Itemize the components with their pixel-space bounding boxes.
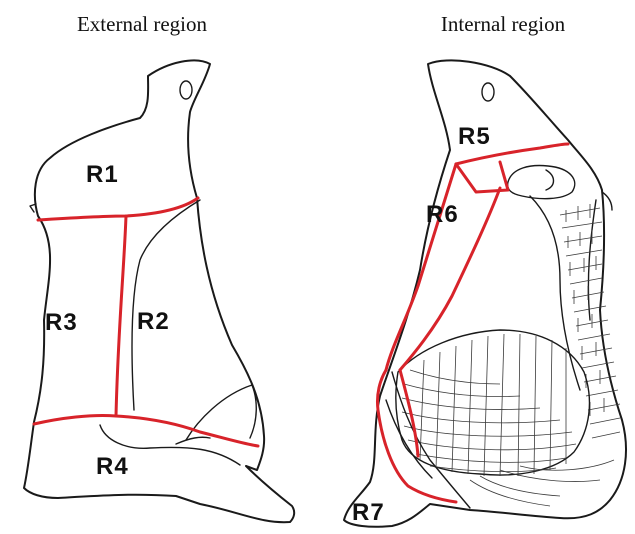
region-label-r4: R4 [96, 453, 129, 480]
internal-panel: Internal region [344, 12, 626, 527]
external-panel: External region R1 R2 R3 R4 [24, 12, 294, 522]
internal-panel-title: Internal region [441, 12, 566, 36]
region-label-r2: R2 [137, 308, 170, 335]
region-label-r3: R3 [45, 309, 78, 336]
external-panel-title: External region [77, 12, 208, 36]
region-label-r7: R7 [352, 499, 385, 526]
region-label-r1: R1 [86, 161, 119, 188]
region-label-r5: R5 [458, 123, 491, 150]
region-label-r6: R6 [426, 201, 459, 228]
external-carcass-outline [24, 60, 294, 522]
